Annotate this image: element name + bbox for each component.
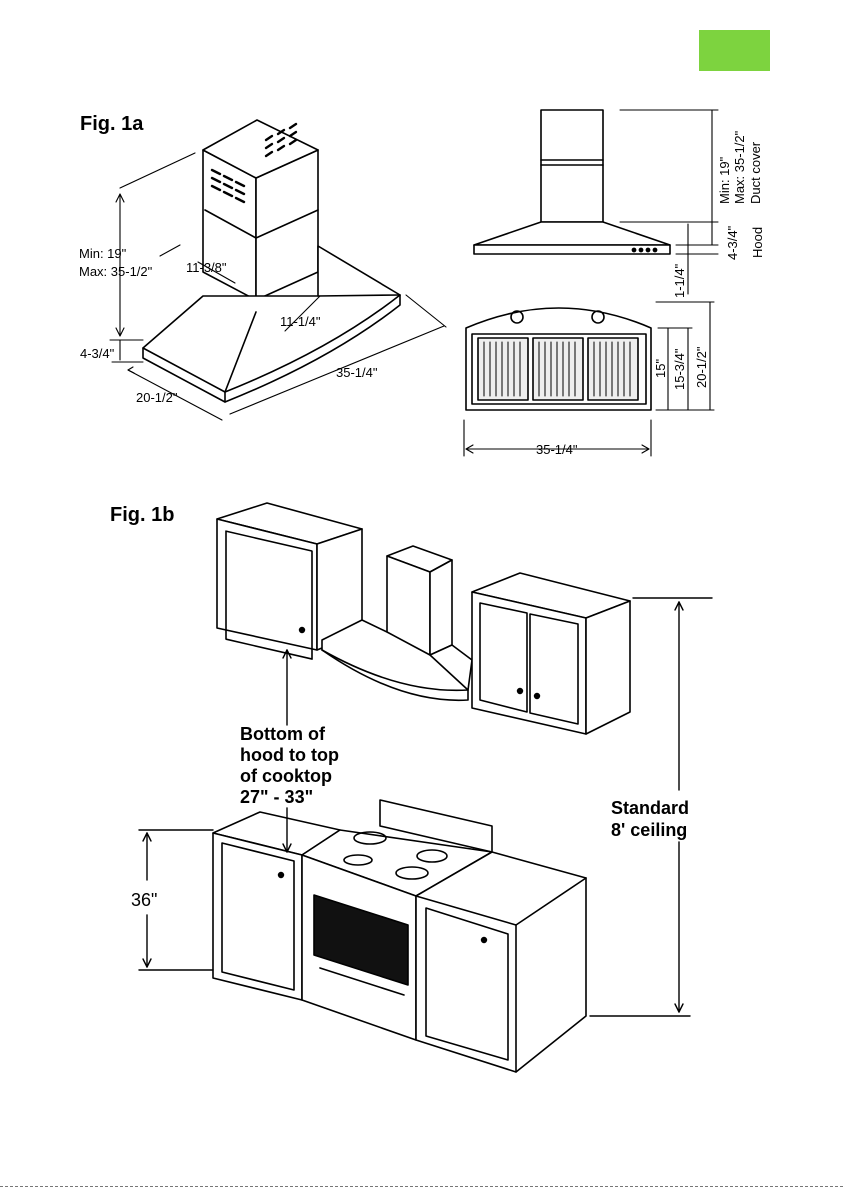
page-bottom-rule <box>0 1186 843 1187</box>
clearance-line-3: of cooktop <box>240 766 332 786</box>
hood-front-view <box>474 110 670 254</box>
ceiling-line-1: Standard <box>611 798 689 818</box>
iso-chimney-width-label: 11-1/4" <box>280 314 321 329</box>
iso-max-label: Max: 35-1/2" <box>79 264 153 279</box>
front-duct-cover-label: Duct cover <box>748 141 763 204</box>
clearance-line-4: 27" - 33" <box>240 787 313 807</box>
front-hood-height-label: 4-3/4" <box>725 225 740 260</box>
front-dimension-lines <box>620 110 718 294</box>
hood-bottom-view <box>466 308 651 410</box>
front-max-label: Max: 35-1/2" <box>732 130 747 204</box>
bottom-20-1-2-label: 20-1/2" <box>694 346 709 388</box>
clearance-line-1: Bottom of <box>240 724 326 744</box>
fig1a-title: Fig. 1a <box>80 113 144 135</box>
bottom-15-3-4-label: 15-3/4" <box>672 348 687 390</box>
iso-hood-height-label: 4-3/4" <box>80 346 115 361</box>
fig1b-title: Fig. 1b <box>110 504 174 526</box>
iso-depth-label: 20-1/2" <box>136 390 178 405</box>
iso-width-label: 35-1/4" <box>336 365 378 380</box>
upper-right-cabinet <box>472 573 630 734</box>
front-canopy-edge-label: 1-1/4" <box>672 263 687 298</box>
ceiling-line-2: 8' ceiling <box>611 820 687 840</box>
bottom-width-label: 35-1/4" <box>536 442 578 457</box>
counter-height-label: 36" <box>131 890 157 910</box>
front-hood-label: Hood <box>750 227 765 258</box>
clearance-line-2: hood to top <box>240 745 339 765</box>
bottom-15-label: 15" <box>653 359 668 378</box>
iso-chimney-depth-label: 11-3/8" <box>186 260 227 275</box>
base-cabinets-and-range <box>213 800 586 1072</box>
front-min-label: Min: 19" <box>717 156 732 204</box>
iso-min-label: Min: 19" <box>79 246 127 261</box>
